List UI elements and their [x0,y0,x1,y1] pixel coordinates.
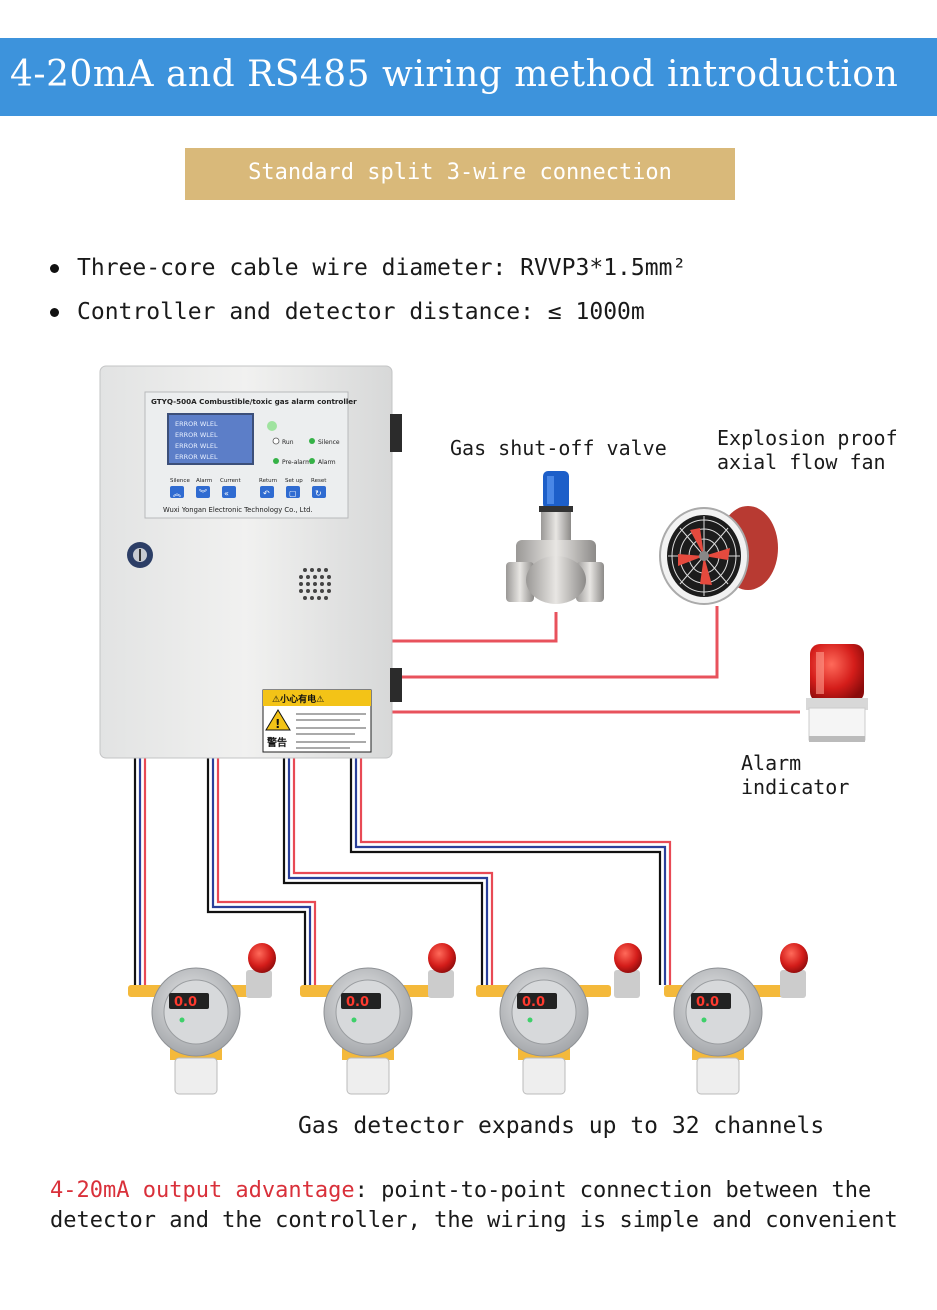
detector-cable-4 [349,758,672,985]
detector-cable-3 [282,758,494,985]
manufacturer: Wuxi Yongan Electronic Technology Co., L… [163,506,313,514]
svg-text:!: ! [275,717,280,731]
lcd-row: ERROR WLEL [175,431,218,439]
button-label: Return [259,478,278,484]
button-label: Reset [311,478,327,484]
detector-cable-1 [133,758,147,985]
setup-button[interactable] [286,486,300,498]
detector-readout: 0.0 [174,995,197,1010]
bullet-icon [50,308,59,317]
controller-model: GTYQ-500A Combustible/toxic gas alarm co… [151,397,357,406]
warning-side-text: 警告 [266,736,287,749]
gas-detector: 0.0 [476,943,642,1095]
fan-wire [392,606,719,679]
button-label: Alarm [196,478,212,484]
warning-title: ⚠小心有电⚠ [272,693,324,705]
footer-note: 4-20mA output advantage: point-to-point … [50,1176,900,1236]
title-banner: 4-20mA and RS485 wiring method introduct… [0,38,937,116]
gas-detector: 0.0 [300,943,456,1095]
lcd-row: ERROR WLEL [175,442,218,450]
detector-cable-2 [206,758,317,985]
detector-readout: 0.0 [696,995,719,1010]
reset-button[interactable] [312,486,326,498]
alarm-button[interactable] [196,486,210,498]
valve-label: Gas shut-off valve [450,436,667,460]
svg-text:︾: ︾ [199,489,207,498]
run-led-icon [267,421,277,431]
gas-detector: 0.0 [664,943,808,1095]
svg-text:↶: ↶ [262,489,270,498]
detector-readout: 0.0 [346,995,369,1010]
subtitle: Standard split 3-wire connection [248,160,672,185]
spec-list: Three-core cable wire diameter: RVVP3*1.… [50,255,686,343]
return-button[interactable] [260,486,274,498]
silence-button[interactable] [170,486,184,498]
fan-label: Explosion proof axial flow fan [717,426,898,474]
footer-highlight: 4-20mA output advantage [50,1178,355,1203]
alarm-beacon-icon [806,644,868,742]
detector-caption: Gas detector expands up to 32 channels [298,1113,825,1139]
alarm-label: Alarm indicator [741,751,850,799]
svg-text:︽: ︽ [173,489,181,498]
indicator-label: Run [282,439,294,446]
svg-text:▢: ▢ [289,489,297,498]
page-title: 4-20mA and RS485 wiring method introduct… [10,54,899,95]
footer-text: : point-to-point connection between the … [50,1178,898,1233]
gas-shutoff-valve [506,471,604,604]
lcd-row: ERROR WLEL [175,453,218,461]
button-label: Current [220,478,242,484]
button-label: Silence [170,478,190,484]
button-label: Set up [285,478,303,484]
warning-triangle-icon [265,709,291,731]
bullet-icon [50,264,59,273]
svg-text:«: « [224,489,229,498]
subtitle-box: Standard split 3-wire connection [185,148,735,200]
gas-detector: 0.0 [128,943,276,1095]
axial-flow-fan [659,506,778,605]
spec-item: Three-core cable wire diameter: RVVP3*1.… [50,255,686,299]
detector-readout: 0.0 [522,995,545,1010]
indicator-label: Pre-alarm [282,459,311,466]
valve-wire [392,612,558,643]
indicator-label: Silence [318,439,340,446]
controller-cabinet: ERROR WLEL ERROR WLEL ERROR WLEL ERROR W… [99,365,402,759]
svg-text:↻: ↻ [315,489,322,498]
spec-item: Controller and detector distance: ≤ 1000… [50,299,686,343]
current-button[interactable] [222,486,236,498]
indicator-label: Alarm [318,459,336,466]
lcd-screen [167,413,254,465]
warning-sticker: ⚠小心有电⚠ ! 警告 [262,689,372,753]
lcd-row: ERROR WLEL [175,420,218,428]
speaker-grille-icon [299,568,331,600]
